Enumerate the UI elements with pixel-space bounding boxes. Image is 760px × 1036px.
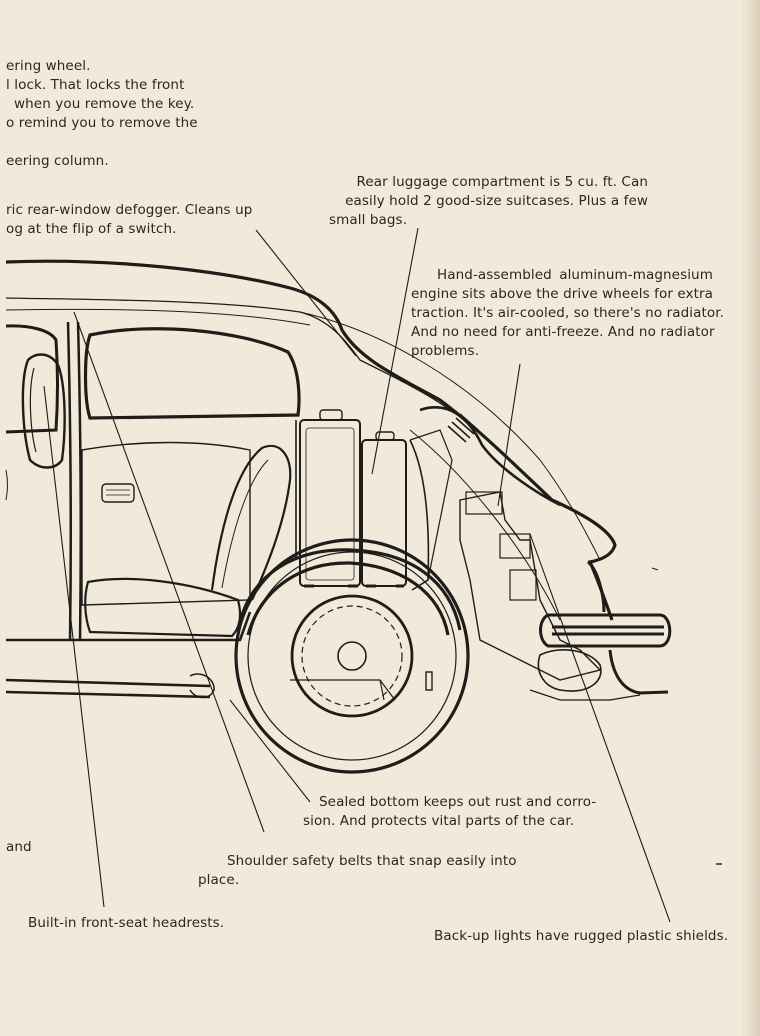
- leader-defogger: [255, 229, 357, 357]
- backup-line: Back-up lights have rugged plastic shiel…: [434, 928, 729, 944]
- headrests-caption: Built-in front-seat headrests.: [28, 914, 224, 933]
- defogger-line-2: og at the flip of a switch.: [6, 221, 177, 237]
- roof-inner-line: [5, 297, 451, 411]
- body-sweep-line: [299, 311, 601, 561]
- luggage-caption: Rear luggage compartment is 5 cu. ft. Ca…: [326, 173, 648, 230]
- sealed-line-2: sion. And protects vital parts of the ca…: [303, 813, 575, 829]
- leader-engine: [497, 363, 521, 507]
- engine-line-5: problems.: [411, 343, 480, 359]
- rear-wheel-hub: [337, 641, 367, 671]
- suitcase-large-inner: [305, 427, 355, 581]
- engine-line-4: And no need for anti-freeze. And no radi…: [411, 324, 715, 340]
- steering-line-1: ering wheel.: [6, 58, 91, 74]
- and-line: and: [6, 839, 32, 855]
- body-sweep-line-2: [409, 429, 561, 621]
- engine-part-b: [499, 533, 531, 559]
- engine-part-c: [509, 569, 537, 601]
- backup-lights-caption: Back-up lights have rugged plastic shiel…: [434, 927, 728, 946]
- rear-seat-cushion: [84, 577, 242, 638]
- running-board: [189, 673, 215, 699]
- headrest-inner: [29, 367, 37, 453]
- rear-window: [83, 327, 301, 420]
- rear-wheel-tire: [234, 538, 470, 774]
- compartment-frame: [409, 429, 453, 581]
- rear-wheel-hubcap: [301, 605, 403, 707]
- roof-inner-line-2: [5, 308, 311, 326]
- leader-shoulder: [73, 311, 265, 833]
- engine-vent: [447, 413, 479, 443]
- engine-lid: [419, 406, 561, 507]
- steering-line-3: when you remove the key.: [14, 96, 195, 112]
- headrest: [21, 353, 66, 469]
- muffler: [537, 649, 602, 692]
- margin-mark-3: [5, 469, 8, 501]
- steering-lock-caption: ering wheel. l lock. That locks the fron…: [6, 57, 198, 171]
- engine-line-1: Hand-assembled aluminum-magnesium: [437, 267, 713, 283]
- steering-line-6: eering column.: [6, 153, 109, 169]
- rear-panel: [586, 560, 669, 695]
- rear-apron: [529, 689, 641, 701]
- shoulder-line-1: Shoulder safety belts that snap easily i…: [227, 853, 517, 869]
- defogger-line-1: ric rear-window defogger. Cleans up: [6, 202, 253, 218]
- suitcase-handle-2: [375, 431, 395, 441]
- leader-headrests: [43, 385, 105, 908]
- and-fragment: and: [6, 838, 32, 857]
- steering-line-2: l lock. That locks the front: [6, 77, 185, 93]
- engine-block: [459, 491, 602, 681]
- leader-backup: [529, 533, 671, 923]
- rear-seat-back: [210, 444, 292, 601]
- rear-bumper: [539, 613, 672, 648]
- sealed-line-1: Sealed bottom keeps out rust and corro-: [319, 794, 597, 810]
- leader-sealed: [229, 699, 311, 803]
- luggage-line-2: easily hold 2 good-size suitcases. Plus …: [345, 193, 648, 209]
- engine-caption: Hand-assembled aluminum-magnesium engine…: [411, 266, 727, 361]
- engine-line-2: engine sits above the drive wheels for e…: [411, 286, 714, 302]
- suitcase-handle-1: [319, 409, 343, 421]
- headrests-line: Built-in front-seat headrests.: [28, 915, 225, 931]
- luggage-line-1: Rear luggage compartment is 5 cu. ft. Ca…: [356, 174, 648, 190]
- page-gutter-shadow: [742, 0, 760, 1036]
- shoulder-line-2: place.: [198, 872, 240, 888]
- sealed-bottom-caption: Sealed bottom keeps out rust and corro- …: [303, 793, 596, 831]
- rear-seat-back-inner: [221, 459, 269, 589]
- roof-outer-line: [5, 259, 617, 621]
- luggage-line-3: small bags.: [329, 212, 408, 228]
- engine-part-a: [465, 491, 503, 515]
- door-body: [81, 441, 251, 606]
- compartment-wall: [295, 420, 430, 591]
- defogger-caption: ric rear-window defogger. Cleans up og a…: [6, 201, 252, 239]
- wheel-fender-skirt: [290, 679, 396, 701]
- door-handle: [101, 483, 135, 503]
- steering-line-4: o remind you to remove the: [6, 115, 198, 131]
- rear-fender-arch: [236, 548, 462, 636]
- rear-wheel-rim: [290, 594, 414, 718]
- engine-line-3: traction. It's air-cooled, so there's no…: [411, 305, 725, 321]
- wheel-detail-slot: [425, 671, 433, 691]
- shoulder-belts-caption: Shoulder safety belts that snap easily i…: [198, 852, 517, 890]
- leader-luggage: [371, 227, 419, 475]
- rear-wheel-tire-inner: [247, 551, 457, 761]
- door-pillar: [66, 321, 83, 641]
- floor-sill: [5, 611, 252, 699]
- front-window: [5, 324, 59, 434]
- margin-mark-1: [651, 567, 659, 571]
